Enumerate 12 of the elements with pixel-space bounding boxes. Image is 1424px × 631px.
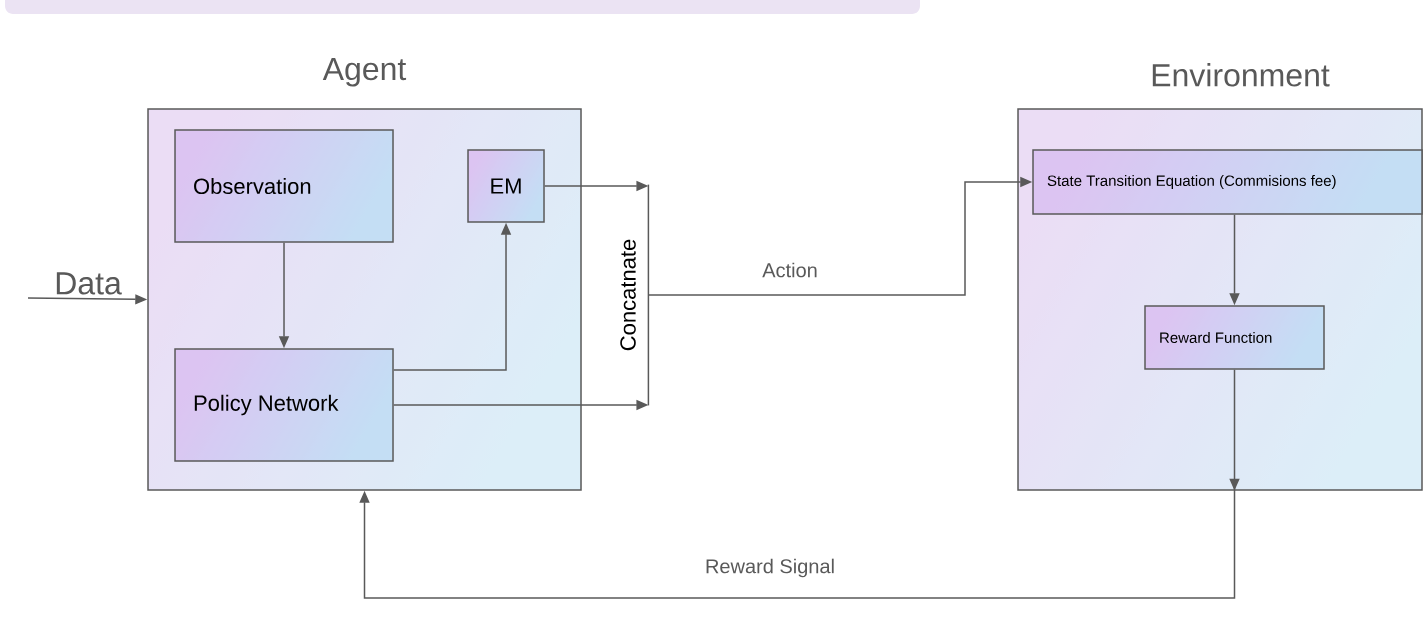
edge-label: Action bbox=[762, 262, 817, 278]
concatenate-bracket: Concatnate bbox=[620, 183, 650, 407]
arrow bbox=[359, 369, 1240, 599]
edge-label: Data bbox=[56, 272, 122, 295]
process-box: Policy Network bbox=[174, 348, 394, 462]
process-box: Observation bbox=[174, 129, 394, 243]
process-box: Reward Function bbox=[1144, 305, 1325, 370]
edge-label: Reward Signal bbox=[706, 558, 834, 578]
process-box: State Transition Equation (Commisions fee) bbox=[1032, 149, 1423, 215]
node-label: Environment bbox=[1152, 63, 1330, 87]
node-label: Agent bbox=[322, 57, 407, 87]
process-box: EM bbox=[467, 149, 545, 223]
